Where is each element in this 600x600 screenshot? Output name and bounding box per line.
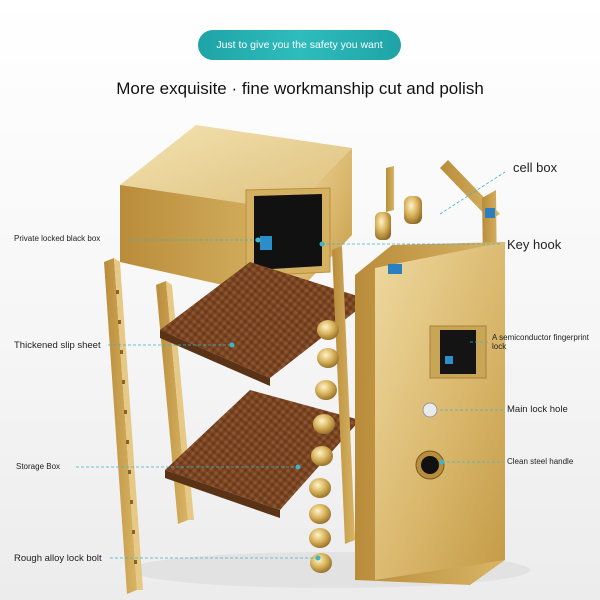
label-key-hook: Key hook xyxy=(507,237,562,252)
label-cell-box: cell box xyxy=(513,160,558,175)
label-main-lock-hole: Main lock hole xyxy=(507,404,568,415)
lower-shelf xyxy=(165,390,360,518)
label-storage-box: Storage Box xyxy=(16,462,61,471)
left-slide-rail xyxy=(104,258,143,594)
slogan-pill: Just to give you the safety you want xyxy=(198,30,401,60)
lock-bolts xyxy=(309,320,339,573)
upper-shelf xyxy=(160,262,370,386)
label-private-box: Private locked black box xyxy=(14,234,101,243)
private-black-box xyxy=(120,125,352,300)
label-fingerprint-lock: A semiconductor fingerprint lock xyxy=(492,333,589,351)
label-lock-bolt: Rough alloy lock bolt xyxy=(14,553,102,564)
right-slide-rail xyxy=(332,246,355,544)
headline: More exquisite · fine workmanship cut an… xyxy=(116,79,484,98)
label-slip-sheet: Thickened slip sheet xyxy=(14,340,101,351)
top-bolts xyxy=(375,166,422,240)
label-handle: Clean steel handle xyxy=(507,457,574,466)
safe-door xyxy=(355,242,505,585)
leader-lines xyxy=(76,171,506,559)
